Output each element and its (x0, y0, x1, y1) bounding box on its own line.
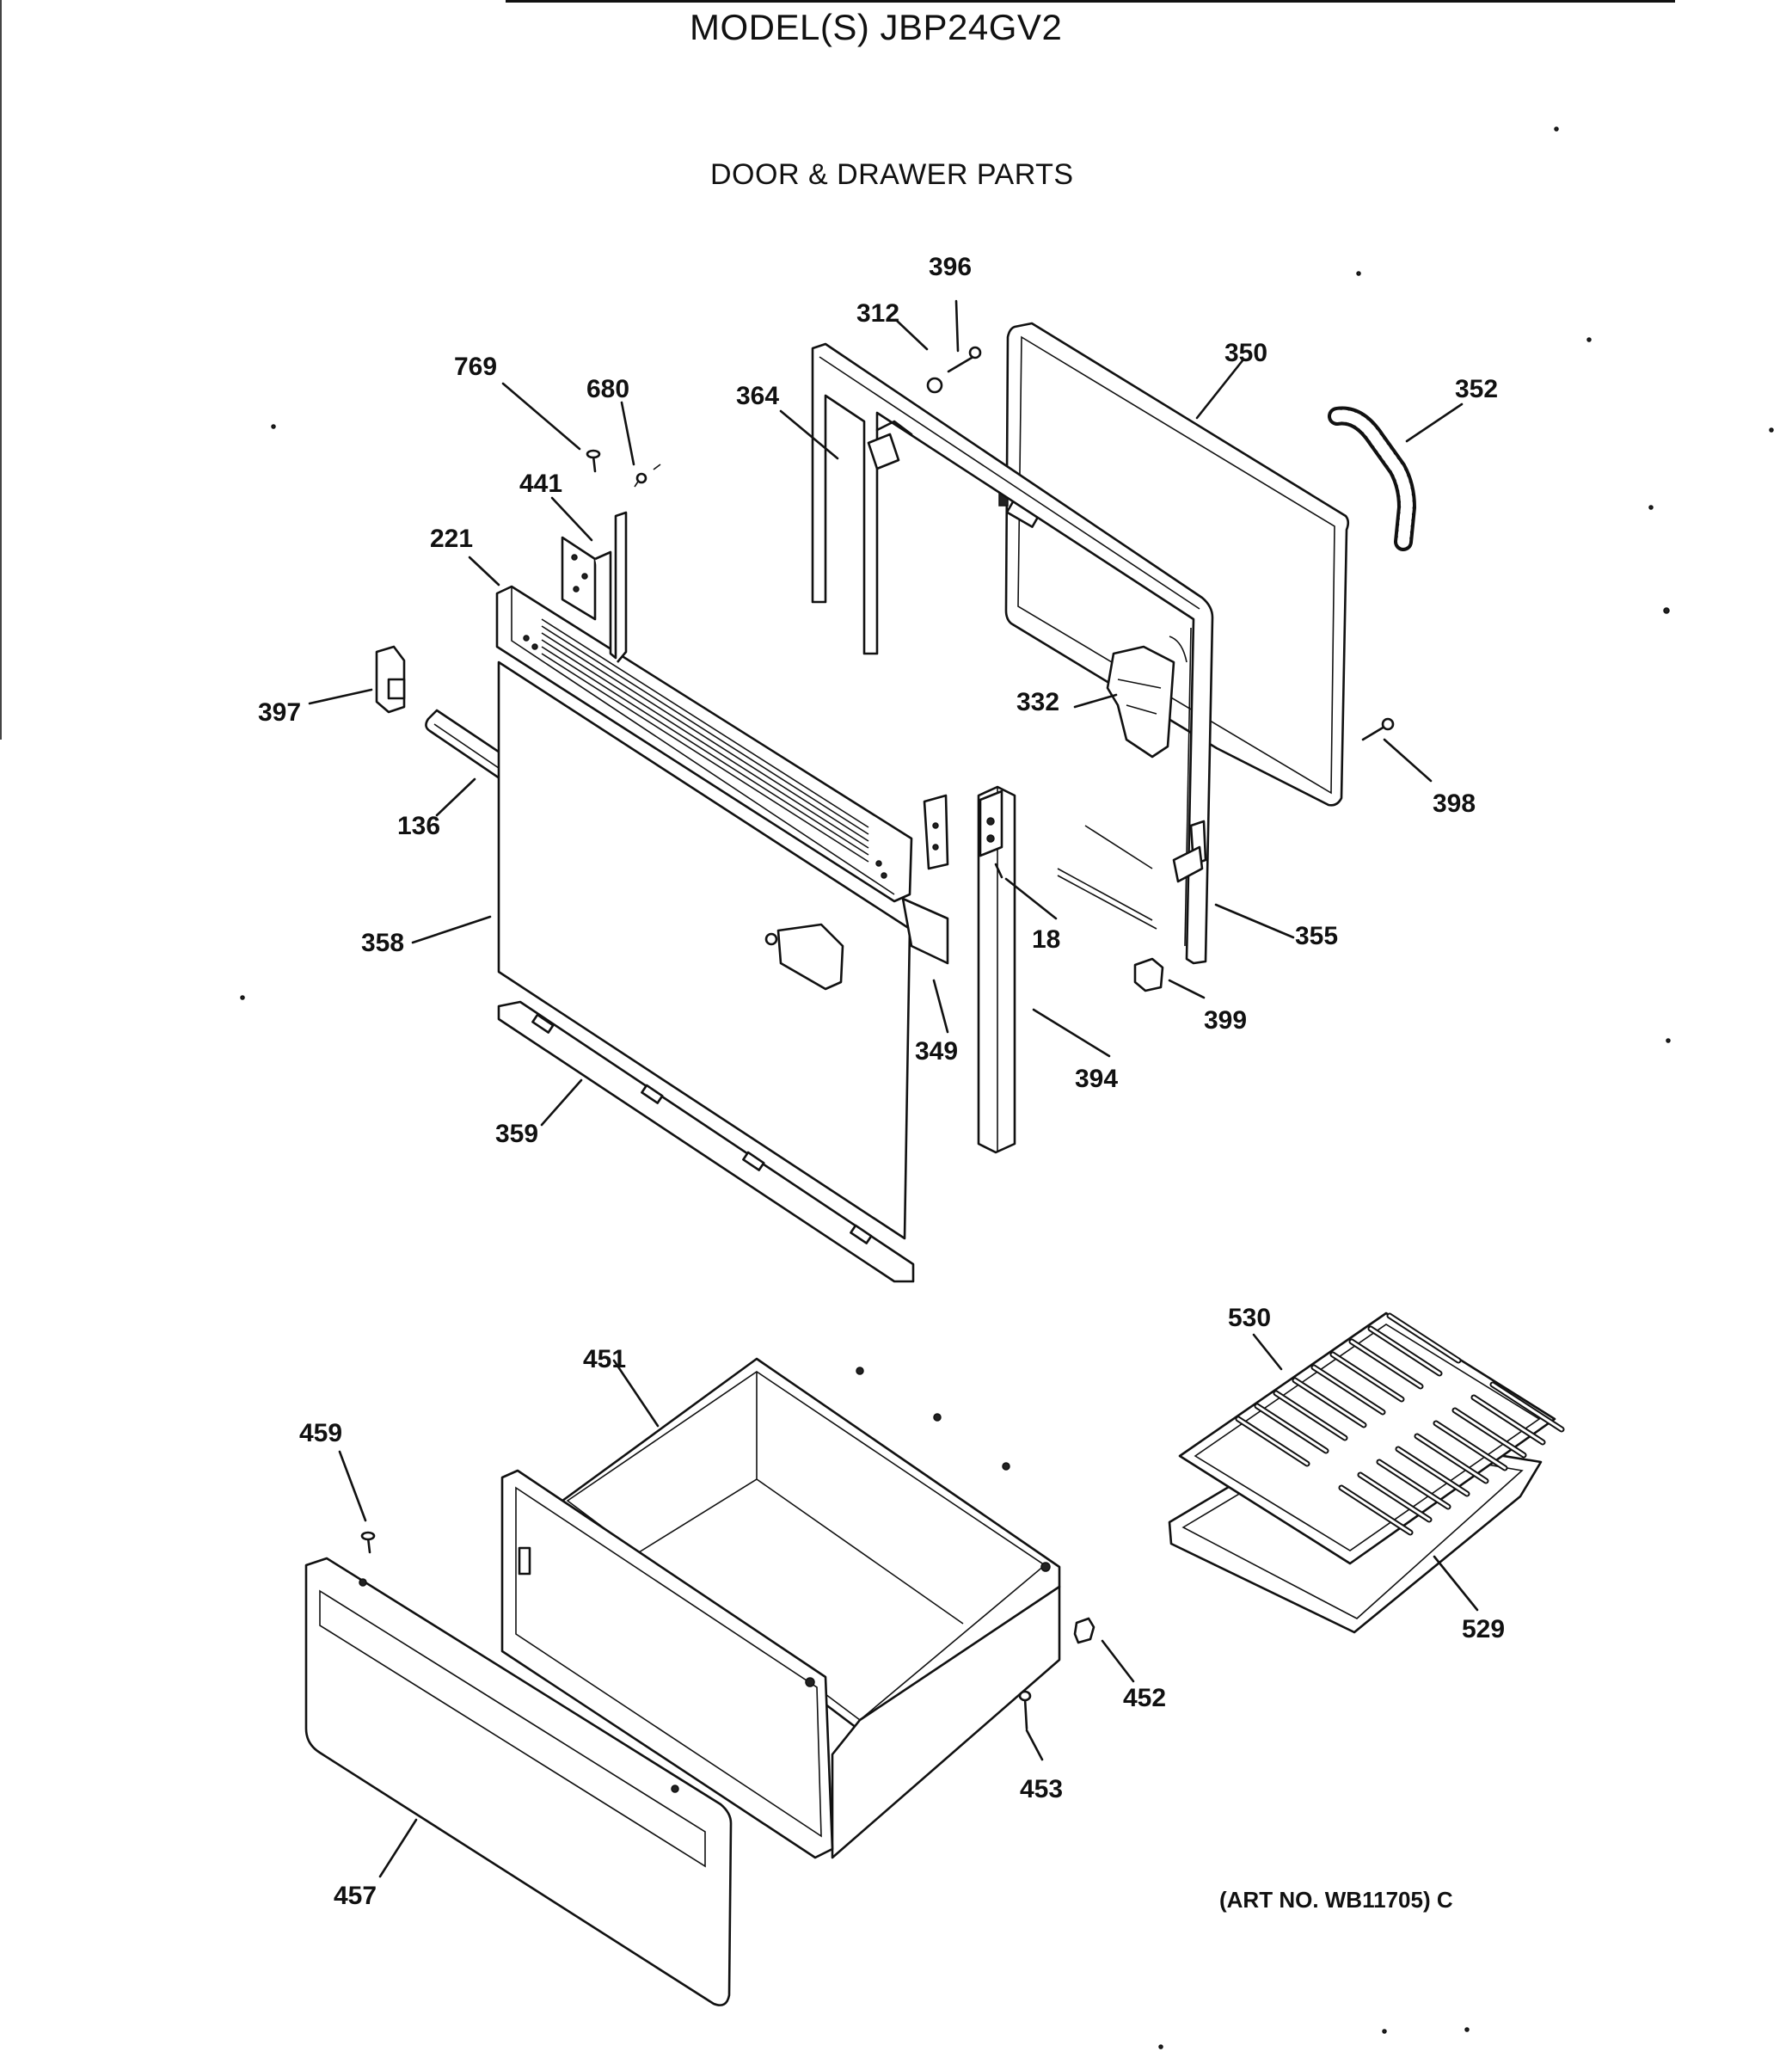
callout-397: 397 (258, 698, 301, 727)
art-number: (ART NO. WB11705) C (1219, 1887, 1453, 1913)
bottom-door-trim (497, 1000, 915, 1283)
grid-slot-hollow (1453, 1409, 1525, 1457)
section-title: DOOR & DRAWER PARTS (710, 158, 1074, 191)
door-latch (375, 645, 406, 714)
grid-slot-hollow (1331, 1353, 1403, 1401)
callout-441: 441 (519, 470, 562, 498)
callout-221: 221 (430, 525, 473, 553)
hinge-bracket (561, 511, 628, 663)
grid-slot-hollow (1312, 1366, 1384, 1414)
grid-slot-hollow (1388, 1314, 1460, 1362)
grid-slot-hollow (1274, 1391, 1347, 1440)
broiler-grid (1178, 1312, 1565, 1565)
grid-slot-hollow (1491, 1383, 1563, 1431)
callout-355: 355 (1295, 922, 1338, 950)
callout-18: 18 (1032, 925, 1060, 954)
drawer-front-panel (304, 1557, 733, 2006)
left-margin-rule (0, 0, 2, 740)
callout-399: 399 (1204, 1006, 1247, 1035)
callout-680: 680 (586, 375, 629, 403)
drawer-box (500, 1357, 1061, 1859)
callout-769: 769 (454, 353, 497, 381)
callout-394: 394 (1075, 1065, 1118, 1093)
grid-slot-hollow (1415, 1434, 1488, 1483)
grid-slot-hollow (1434, 1422, 1507, 1470)
callout-530: 530 (1228, 1304, 1271, 1332)
inner-door-frame (811, 342, 1214, 965)
door-gasket (1328, 406, 1417, 551)
grid-slot-hollow (1396, 1447, 1469, 1496)
callout-332: 332 (1016, 688, 1059, 716)
vent-trim-panel (495, 585, 913, 903)
side-trim (923, 785, 1016, 1154)
callout-349: 349 (915, 1037, 958, 1066)
grid-slot-hollow (1350, 1340, 1422, 1388)
callout-136: 136 (397, 812, 440, 840)
model-title: MODEL(S) JBP24GV2 (690, 7, 1063, 47)
callout-359: 359 (495, 1120, 538, 1148)
callout-labels: 396 312 364 350 352 769 680 441 221 397 … (258, 253, 1505, 1910)
callout-358: 358 (361, 929, 404, 957)
grid-slot-hollow (1237, 1417, 1309, 1465)
callout-459: 459 (299, 1419, 342, 1447)
grid-slot-hollow (1378, 1460, 1450, 1508)
callout-398: 398 (1433, 789, 1476, 818)
grid-slot-hollow (1369, 1327, 1441, 1375)
callout-457: 457 (334, 1882, 377, 1910)
grid-slot-hollow (1359, 1473, 1431, 1521)
callout-529: 529 (1462, 1615, 1505, 1643)
callout-396: 396 (929, 253, 972, 281)
door-stop-block (1133, 957, 1164, 992)
top-rule (506, 0, 1675, 3)
grid-slot-hollow (1472, 1396, 1544, 1444)
callout-452: 452 (1123, 1684, 1166, 1712)
callout-312: 312 (856, 299, 899, 328)
callout-352: 352 (1455, 375, 1498, 403)
leader-lines (308, 299, 1479, 1878)
callout-350: 350 (1224, 339, 1267, 367)
callout-453: 453 (1020, 1775, 1063, 1803)
grid-slot-hollow (1255, 1404, 1328, 1453)
outer-door-panel (998, 322, 1350, 807)
grid-slot-hollow (1340, 1486, 1412, 1534)
callout-364: 364 (736, 382, 779, 410)
door-insulation (1106, 645, 1175, 759)
grid-slot-hollow (1293, 1379, 1365, 1427)
callout-451: 451 (583, 1345, 626, 1373)
door-glass-panel (497, 660, 949, 1240)
